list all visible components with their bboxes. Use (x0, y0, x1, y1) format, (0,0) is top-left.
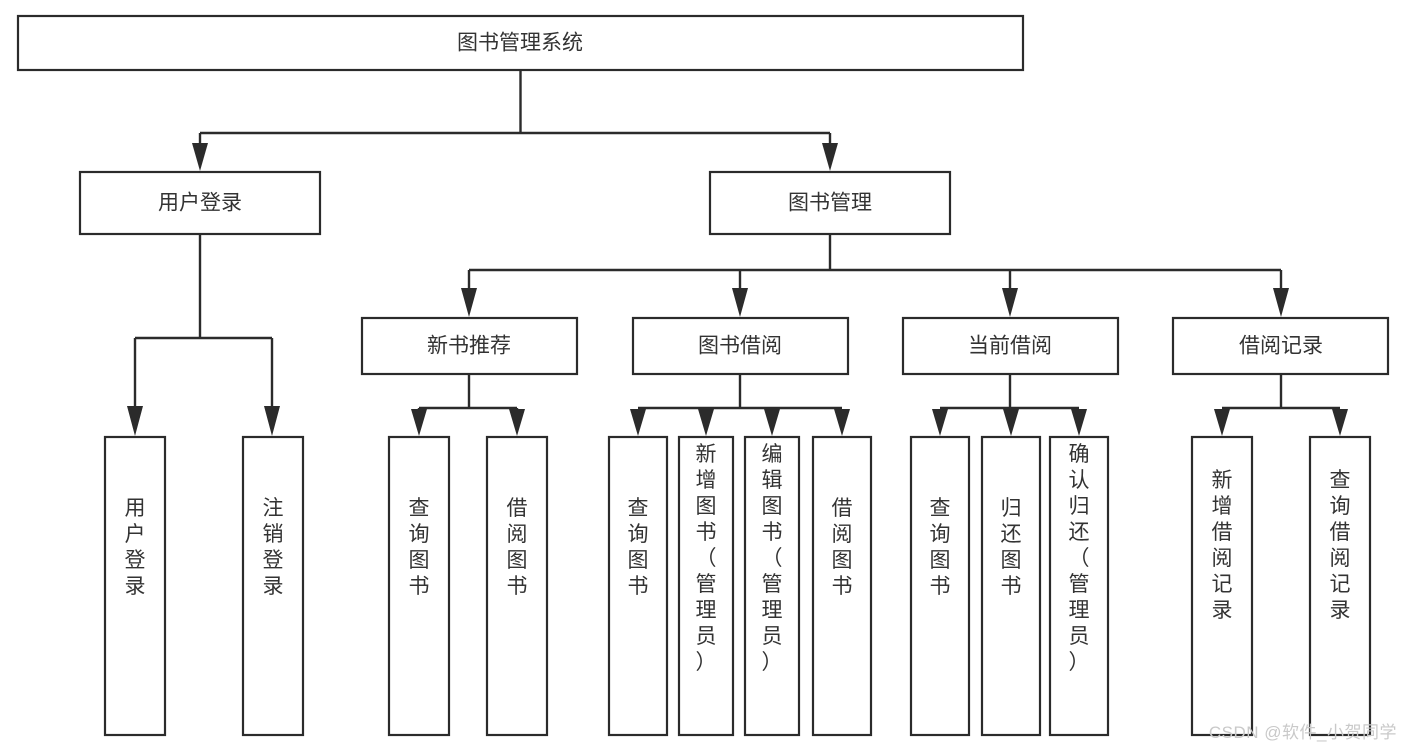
node-current-borrow-box[interactable] (901, 316, 1120, 376)
node-current-borrow[interactable]: 当前借阅 (901, 316, 1120, 376)
node-leaf-current-query-book-box[interactable] (909, 435, 971, 737)
arrow-head-new-book-rec (461, 288, 477, 317)
node-leaf-user-logout-label: 注销登录 (263, 497, 284, 598)
node-user-login[interactable]: 用户登录 (78, 170, 322, 236)
arrow-head-current-return-book (1003, 409, 1019, 436)
node-new-book-rec[interactable]: 新书推荐 (360, 316, 579, 376)
arrow-head-borrow-query-book (630, 409, 646, 436)
arrow-head-borrow-borrow-book (834, 409, 850, 436)
arrow-head-borrow-edit-book (764, 409, 780, 436)
node-borrow-record-box[interactable] (1171, 316, 1390, 376)
node-book-borrow[interactable]: 图书借阅 (631, 316, 850, 376)
node-leaf-borrow-query-book-label: 查询图书 (628, 497, 649, 598)
node-leaf-record-add-label: 新增借阅记录 (1212, 469, 1233, 622)
arrow-head-current-confirm-return (1071, 409, 1087, 436)
node-leaf-user-logout-box[interactable] (241, 435, 305, 737)
arrow-head-current-query-book (932, 409, 948, 436)
node-leaf-record-add-box[interactable] (1190, 435, 1254, 737)
node-leaf-rec-query-book-box[interactable] (387, 435, 451, 737)
arrow-head-borrow-record (1273, 288, 1289, 317)
node-leaf-rec-borrow-book-label: 借阅图书 (507, 497, 528, 598)
node-borrow-record[interactable]: 借阅记录 (1171, 316, 1390, 376)
node-book-borrow-label: 图书借阅 (698, 335, 782, 358)
node-leaf-rec-borrow-book[interactable]: 借阅图书 (485, 435, 549, 737)
node-leaf-current-return-book[interactable]: 归还图书 (980, 435, 1042, 737)
node-leaf-current-confirm-return-label: 确认归还（管理员） (1069, 443, 1090, 674)
node-book-manage-label: 图书管理 (788, 192, 872, 215)
node-leaf-rec-borrow-book-box[interactable] (485, 435, 549, 737)
node-book-borrow-box[interactable] (631, 316, 850, 376)
node-user-login-label: 用户登录 (158, 192, 242, 215)
node-leaf-current-confirm-return[interactable]: 确认归还（管理员） (1048, 435, 1110, 737)
arrow-head-borrow-add-book (698, 409, 714, 436)
node-leaf-borrow-add-book-box[interactable] (677, 435, 735, 737)
node-root-box[interactable] (16, 14, 1025, 72)
arrow-head-record-query (1332, 409, 1348, 436)
node-leaf-borrow-edit-book-label: 编辑图书（管理员） (762, 443, 783, 674)
node-leaf-record-add[interactable]: 新增借阅记录 (1190, 435, 1254, 737)
node-leaf-record-query-label: 查询借阅记录 (1330, 469, 1351, 622)
node-leaf-borrow-query-book[interactable]: 查询图书 (607, 435, 669, 737)
arrow-head-record-add (1214, 409, 1230, 436)
node-leaf-rec-query-book-label: 查询图书 (409, 497, 430, 598)
node-leaf-user-login-label: 用户登录 (125, 497, 146, 598)
node-leaf-borrow-edit-book-box[interactable] (743, 435, 801, 737)
node-leaf-rec-query-book[interactable]: 查询图书 (387, 435, 451, 737)
node-leaf-current-query-book-label: 查询图书 (930, 497, 951, 598)
node-root[interactable]: 图书管理系统 (16, 14, 1025, 72)
node-root-label: 图书管理系统 (457, 32, 583, 55)
node-leaf-current-confirm-return-box[interactable] (1048, 435, 1110, 737)
node-borrow-record-label: 借阅记录 (1239, 335, 1323, 358)
arrow-head-user-login (192, 143, 208, 171)
arrow-head-book-borrow (732, 288, 748, 317)
watermark: CSDN @软件_小贺同学 (1208, 723, 1397, 742)
node-leaf-user-logout[interactable]: 注销登录 (241, 435, 305, 737)
node-leaf-current-query-book[interactable]: 查询图书 (909, 435, 971, 737)
node-leaf-current-return-book-box[interactable] (980, 435, 1042, 737)
node-leaf-borrow-borrow-book[interactable]: 借阅图书 (811, 435, 873, 737)
node-new-book-rec-label: 新书推荐 (427, 335, 511, 358)
edge-layer (127, 70, 1348, 436)
node-book-manage[interactable]: 图书管理 (708, 170, 952, 236)
arrow-head-book-manage (822, 143, 838, 171)
node-current-borrow-label: 当前借阅 (968, 335, 1052, 358)
node-leaf-user-login-box[interactable] (103, 435, 167, 737)
node-leaf-borrow-add-book[interactable]: 新增图书（管理员） (677, 435, 735, 737)
node-leaf-borrow-query-book-box[interactable] (607, 435, 669, 737)
node-new-book-rec-box[interactable] (360, 316, 579, 376)
node-user-login-box[interactable] (78, 170, 322, 236)
node-leaf-borrow-borrow-book-label: 借阅图书 (832, 497, 853, 598)
arrow-head-rec-query-book (411, 409, 427, 436)
node-leaf-record-query-box[interactable] (1308, 435, 1372, 737)
node-leaf-borrow-borrow-book-box[interactable] (811, 435, 873, 737)
node-leaf-record-query[interactable]: 查询借阅记录 (1308, 435, 1372, 737)
node-book-manage-box[interactable] (708, 170, 952, 236)
arrow-head-leaf-user-logout (264, 406, 280, 436)
arrow-head-leaf-user-login (127, 406, 143, 436)
arrow-head-rec-borrow-book (509, 409, 525, 436)
node-leaf-current-return-book-label: 归还图书 (1001, 497, 1022, 598)
node-leaf-borrow-edit-book[interactable]: 编辑图书（管理员） (743, 435, 801, 737)
node-leaf-borrow-add-book-label: 新增图书（管理员） (696, 443, 717, 674)
arrow-head-current-borrow (1002, 288, 1018, 317)
node-leaf-user-login[interactable]: 用户登录 (103, 435, 167, 737)
